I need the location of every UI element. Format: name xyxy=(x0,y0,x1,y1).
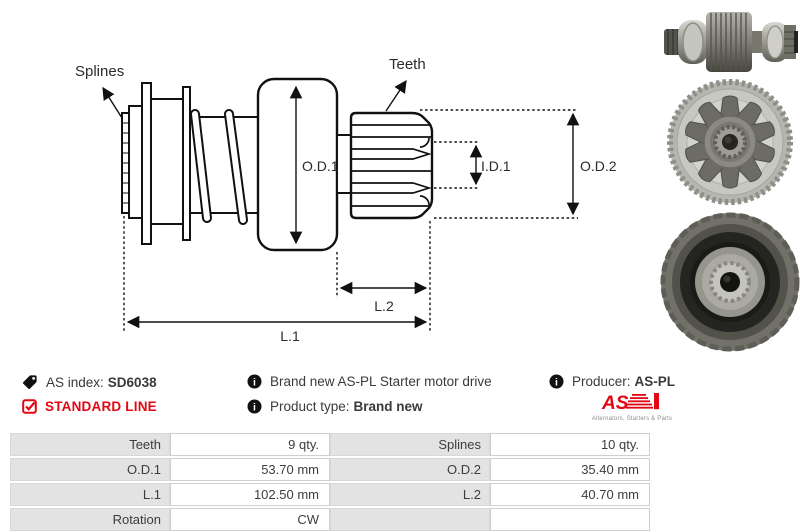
spring-coils xyxy=(190,109,248,225)
product-type-value: Brand new xyxy=(353,399,423,414)
spec-label-od1: O.D.1 xyxy=(10,458,170,481)
spec-label-rotation: Rotation xyxy=(10,508,170,531)
l1-label: L.1 xyxy=(280,328,300,344)
dimension-lines xyxy=(126,85,580,329)
product-type-row: i Product type:Brand new xyxy=(247,399,423,414)
splines-label: Splines xyxy=(75,63,124,80)
as-pl-logo-stripes xyxy=(626,393,659,410)
spec-table: Teeth 9 qty. Splines 10 qty. O.D.1 53.70… xyxy=(10,433,650,531)
spec-value-teeth: 9 qty. xyxy=(170,433,330,456)
spec-value-rotation: CW xyxy=(170,508,330,531)
svg-text:i: i xyxy=(555,376,558,388)
spec-value-od1: 53.70 mm xyxy=(170,458,330,481)
spec-value-od2: 35.40 mm xyxy=(490,458,650,481)
spline-hatching xyxy=(122,122,129,204)
product-photo-front-view[interactable] xyxy=(660,76,800,208)
producer-label: Producer: xyxy=(572,374,631,389)
checkbox-check-icon xyxy=(22,399,37,414)
standard-line-row: STANDARD LINE xyxy=(22,399,157,414)
teeth-label: Teeth xyxy=(389,56,426,73)
svg-text:i: i xyxy=(253,376,256,388)
spec-value-l2: 40.70 mm xyxy=(490,483,650,506)
splines-arrow xyxy=(102,86,123,119)
as-pl-logo-text: AS xyxy=(601,393,629,414)
standard-line-badge: STANDARD LINE xyxy=(45,399,157,414)
spec-value-empty xyxy=(490,508,650,531)
description-text: Brand new AS-PL Starter motor drive xyxy=(270,374,492,389)
label-arrows xyxy=(102,79,407,119)
od2-label: O.D.2 xyxy=(580,158,617,174)
l2-label: L.2 xyxy=(374,298,394,314)
spec-label-empty xyxy=(330,508,490,531)
spec-label-splines: Splines xyxy=(330,433,490,456)
spec-value-splines: 10 qty. xyxy=(490,433,650,456)
teeth-arrow xyxy=(385,79,407,112)
info-icon: i xyxy=(549,374,564,389)
product-photo-rear-view[interactable] xyxy=(660,208,800,358)
technical-drawing: Splines Teeth O.D.1 I.D.1 O.D.2 L.2 L.1 xyxy=(75,56,617,344)
extension-lines xyxy=(123,109,578,332)
tag-icon xyxy=(22,375,37,390)
pinion-teeth-lines xyxy=(351,124,432,207)
od1-label: O.D.1 xyxy=(302,158,339,174)
product-photo-side-view[interactable] xyxy=(660,4,800,76)
spec-label-teeth: Teeth xyxy=(10,433,170,456)
neck-shaft xyxy=(336,134,352,194)
svg-text:i: i xyxy=(253,401,256,413)
producer-row: i Producer:AS-PL xyxy=(549,374,675,389)
pinion-gear xyxy=(349,111,434,220)
as-pl-logo: AS Alternators, Starters & Parts xyxy=(580,392,684,426)
product-type-label: Product type: xyxy=(270,399,350,414)
as-index-label: AS index: xyxy=(46,374,104,390)
id1-label: I.D.1 xyxy=(481,158,511,174)
as-pl-logo-caption: Alternators, Starters & Parts xyxy=(592,416,673,422)
spec-label-od2: O.D.2 xyxy=(330,458,490,481)
as-index-value: SD6038 xyxy=(107,374,157,390)
as-index-row: AS index:SD6038 xyxy=(22,374,157,390)
spec-label-l2: L.2 xyxy=(330,483,490,506)
spec-value-l1: 102.50 mm xyxy=(170,483,330,506)
drive-body-outline xyxy=(121,77,352,252)
spec-label-l1: L.1 xyxy=(10,483,170,506)
producer-value: AS-PL xyxy=(634,374,676,389)
info-icon: i xyxy=(247,374,262,389)
description-row: i Brand new AS-PL Starter motor drive xyxy=(247,374,492,389)
info-icon: i xyxy=(247,399,262,414)
